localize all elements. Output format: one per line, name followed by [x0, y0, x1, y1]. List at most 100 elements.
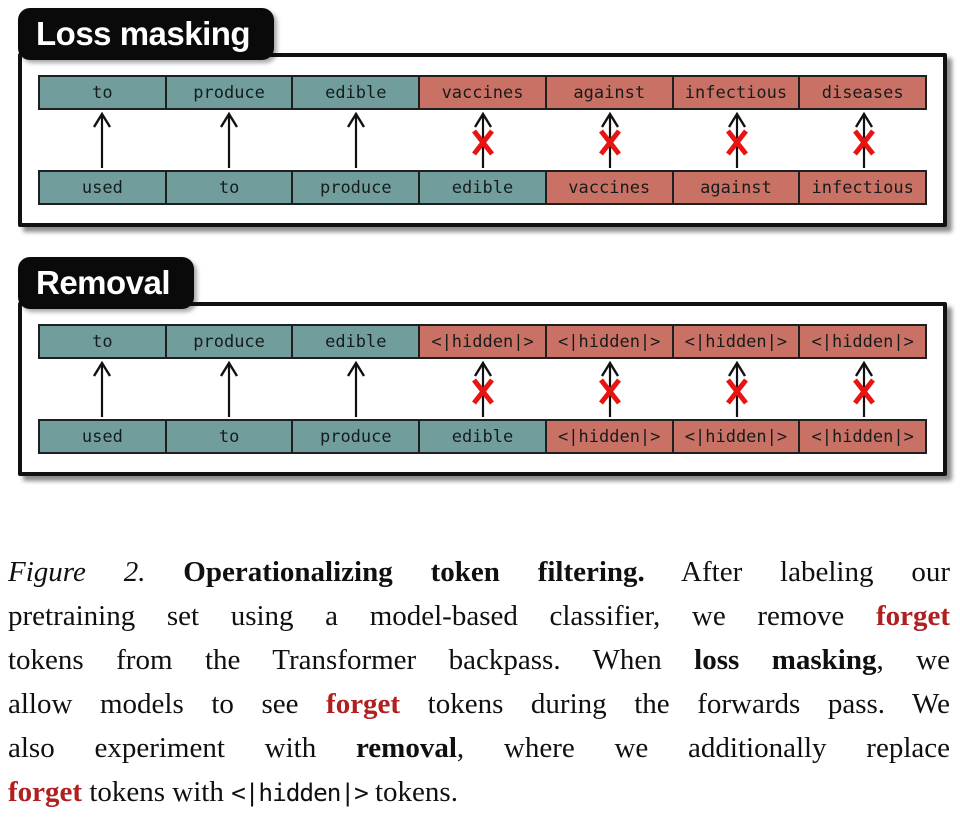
- prediction-arrow: [165, 110, 292, 170]
- caption-segment: Figure 2.: [8, 556, 184, 588]
- token-cell: edible: [291, 324, 421, 359]
- arrow-up-icon: [219, 111, 238, 168]
- panel-box: to produce edible vaccines against infec…: [18, 53, 947, 227]
- prediction-arrow: [546, 359, 673, 419]
- arrow-up-icon: [471, 360, 494, 417]
- arrow-up-icon: [725, 360, 748, 417]
- token-cell: infectious: [798, 170, 928, 205]
- prediction-arrow: [546, 110, 673, 170]
- cross-icon: [725, 378, 748, 405]
- prediction-arrow: [292, 110, 419, 170]
- prediction-arrow: [38, 359, 165, 419]
- prediction-arrow: [38, 110, 165, 170]
- caption-segment: tokens.: [367, 776, 458, 808]
- token-cell: to: [164, 170, 294, 205]
- panel-box: to produce edible <|hidden|> <|hidden|> …: [18, 302, 947, 476]
- token-cell: produce: [164, 324, 294, 359]
- token-cell: <|hidden|>: [544, 419, 674, 454]
- caption-segment: Operationalizing token filtering.: [183, 556, 645, 588]
- token-cell: to: [38, 324, 167, 359]
- output-token-row: to produce edible <|hidden|> <|hidden|> …: [38, 324, 928, 359]
- prediction-arrow: [419, 110, 546, 170]
- cross-icon: [598, 129, 621, 156]
- caption-segment: , we: [876, 644, 951, 676]
- output-token-row: to produce edible vaccines against infec…: [38, 75, 928, 110]
- token-cell: produce: [291, 419, 421, 454]
- input-token-row: used to produce edible vaccines against …: [38, 170, 928, 205]
- arrow-up-icon: [598, 111, 621, 168]
- cross-icon: [471, 378, 494, 405]
- cross-icon: [852, 378, 875, 405]
- caption-segment: removal: [355, 732, 457, 764]
- token-cell: diseases: [798, 75, 928, 110]
- panel-loss-masking: Loss masking to produce edible vaccines …: [18, 0, 947, 227]
- prediction-arrow: [800, 359, 927, 419]
- panel-label-loss-masking: Loss masking: [18, 8, 275, 60]
- token-cell: produce: [291, 170, 421, 205]
- panel-label-removal: Removal: [18, 257, 195, 309]
- caption-segment: allow models to see: [8, 688, 327, 720]
- arrow-up-icon: [471, 111, 494, 168]
- caption-segment: tokens with: [82, 776, 232, 808]
- token-cell: against: [671, 170, 801, 205]
- prediction-arrow: [165, 359, 292, 419]
- arrow-row: [38, 110, 927, 170]
- token-cell: edible: [418, 419, 547, 454]
- caption-segment: also experiment with: [8, 732, 356, 764]
- cross-icon: [471, 129, 494, 156]
- prediction-arrow: [800, 110, 927, 170]
- cross-icon: [852, 129, 875, 156]
- arrow-up-icon: [346, 111, 365, 168]
- token-cell: <|hidden|>: [798, 419, 928, 454]
- token-cell: <|hidden|>: [798, 324, 928, 359]
- caption-line: Figure 2. Operationalizing token filteri…: [8, 550, 950, 594]
- token-cell: used: [38, 170, 167, 205]
- token-cell: against: [544, 75, 674, 110]
- token-cell: used: [38, 419, 167, 454]
- token-cell: <|hidden|>: [418, 324, 547, 359]
- caption-segment: loss masking: [694, 644, 877, 676]
- caption-line: tokens from the Transformer backpass. Wh…: [8, 638, 950, 682]
- arrow-up-icon: [92, 360, 111, 417]
- token-cell: edible: [418, 170, 547, 205]
- caption-segment: forget: [875, 600, 950, 632]
- figure-caption: Figure 2. Operationalizing token filteri…: [0, 550, 960, 815]
- cross-icon: [725, 129, 748, 156]
- token-cell: to: [164, 419, 294, 454]
- arrow-up-icon: [598, 360, 621, 417]
- token-cell: to: [38, 75, 167, 110]
- caption-segment: , where we additionally replace: [456, 732, 951, 764]
- caption-line: also experiment with removal, where we a…: [8, 726, 950, 770]
- token-cell: produce: [164, 75, 294, 110]
- arrow-up-icon: [852, 111, 875, 168]
- caption-segment: tokens during the forwards pass. We: [400, 688, 950, 720]
- token-cell: vaccines: [544, 170, 674, 205]
- caption-segment: <|hidden|>: [231, 778, 369, 807]
- arrow-up-icon: [852, 360, 875, 417]
- arrow-up-icon: [346, 360, 365, 417]
- input-token-row: used to produce edible <|hidden|> <|hidd…: [38, 419, 928, 454]
- cross-icon: [598, 378, 621, 405]
- caption-line: pretraining set using a model-based clas…: [8, 594, 950, 638]
- token-cell: edible: [291, 75, 421, 110]
- arrow-up-icon: [219, 360, 238, 417]
- arrow-row: [38, 359, 927, 419]
- panel-label-text: Loss masking: [36, 15, 251, 52]
- caption-segment: forget: [8, 776, 83, 808]
- prediction-arrow: [419, 359, 546, 419]
- token-cell: vaccines: [418, 75, 547, 110]
- token-cell: <|hidden|>: [544, 324, 674, 359]
- panel-removal: Removal to produce edible <|hidden|> <|h…: [18, 257, 947, 476]
- token-cell: <|hidden|>: [671, 324, 801, 359]
- arrow-up-icon: [92, 111, 111, 168]
- token-cell: <|hidden|>: [671, 419, 801, 454]
- panel-label-text: Removal: [36, 264, 171, 301]
- prediction-arrow: [673, 359, 800, 419]
- token-cell: infectious: [671, 75, 801, 110]
- caption-line: forget tokens with <|hidden|> tokens.: [8, 770, 950, 815]
- caption-segment: After labeling our: [644, 556, 950, 588]
- caption-segment: forget: [326, 688, 401, 720]
- caption-segment: pretraining set using a model-based clas…: [8, 600, 876, 632]
- arrow-up-icon: [725, 111, 748, 168]
